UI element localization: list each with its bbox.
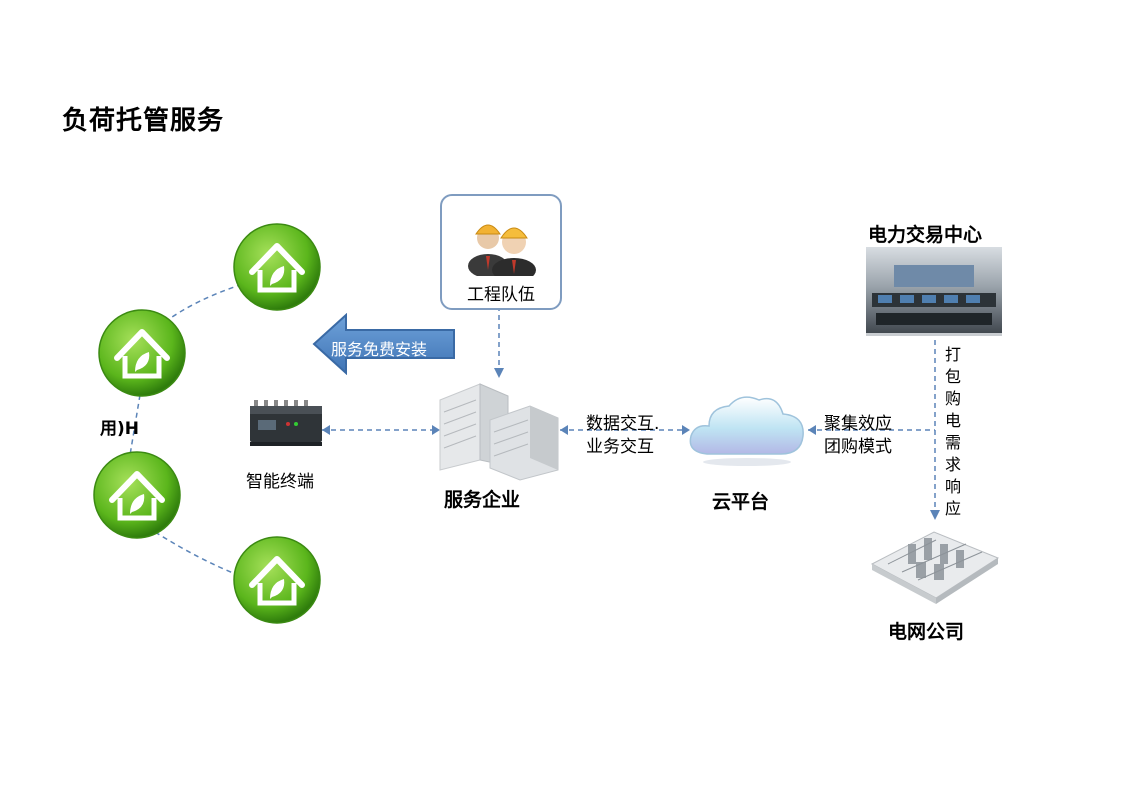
smart-terminal-label: 智能终端 bbox=[246, 472, 314, 492]
workers-icon bbox=[468, 224, 536, 276]
ring-edge-3 bbox=[154, 531, 239, 576]
control-room-image bbox=[866, 247, 1002, 336]
cloud-platform-label: 云平台 bbox=[712, 491, 770, 513]
house-icon bbox=[93, 451, 181, 539]
service-enterprise-label: 服务企业 bbox=[444, 489, 521, 511]
substation-icon bbox=[870, 531, 1000, 604]
free-install-banner: 服务免费安装 bbox=[331, 340, 428, 359]
data-exchange-label: 数据交互. bbox=[586, 414, 660, 434]
page-title: 负荷托管服务 bbox=[62, 106, 225, 136]
ring-edge-1 bbox=[164, 284, 241, 323]
engineering-team-label: 工程队伍 bbox=[467, 285, 535, 305]
aggregation-effect-label: 聚集效应 bbox=[824, 414, 892, 434]
smart-terminal-icon bbox=[250, 400, 322, 446]
ring-edge-2 bbox=[129, 394, 141, 456]
grid-company-label: 电网公司 bbox=[888, 621, 965, 643]
house-icon bbox=[233, 223, 321, 311]
house-icon bbox=[98, 309, 186, 397]
engineering-team-box: 工程队伍 bbox=[440, 194, 562, 310]
power-trading-center-label: 电力交易中心 bbox=[868, 224, 983, 246]
left-arrow-icon bbox=[312, 313, 455, 375]
group-buy-label: 团购模式 bbox=[824, 437, 892, 457]
building-icon bbox=[439, 383, 559, 481]
cloud-icon bbox=[689, 396, 804, 466]
user-label: 用)H bbox=[100, 419, 139, 439]
business-exchange-label: 业务交互 bbox=[586, 437, 654, 457]
house-icon bbox=[233, 536, 321, 624]
demand-response-label: 打 包 购 电 需 求 响 应 bbox=[944, 345, 961, 518]
